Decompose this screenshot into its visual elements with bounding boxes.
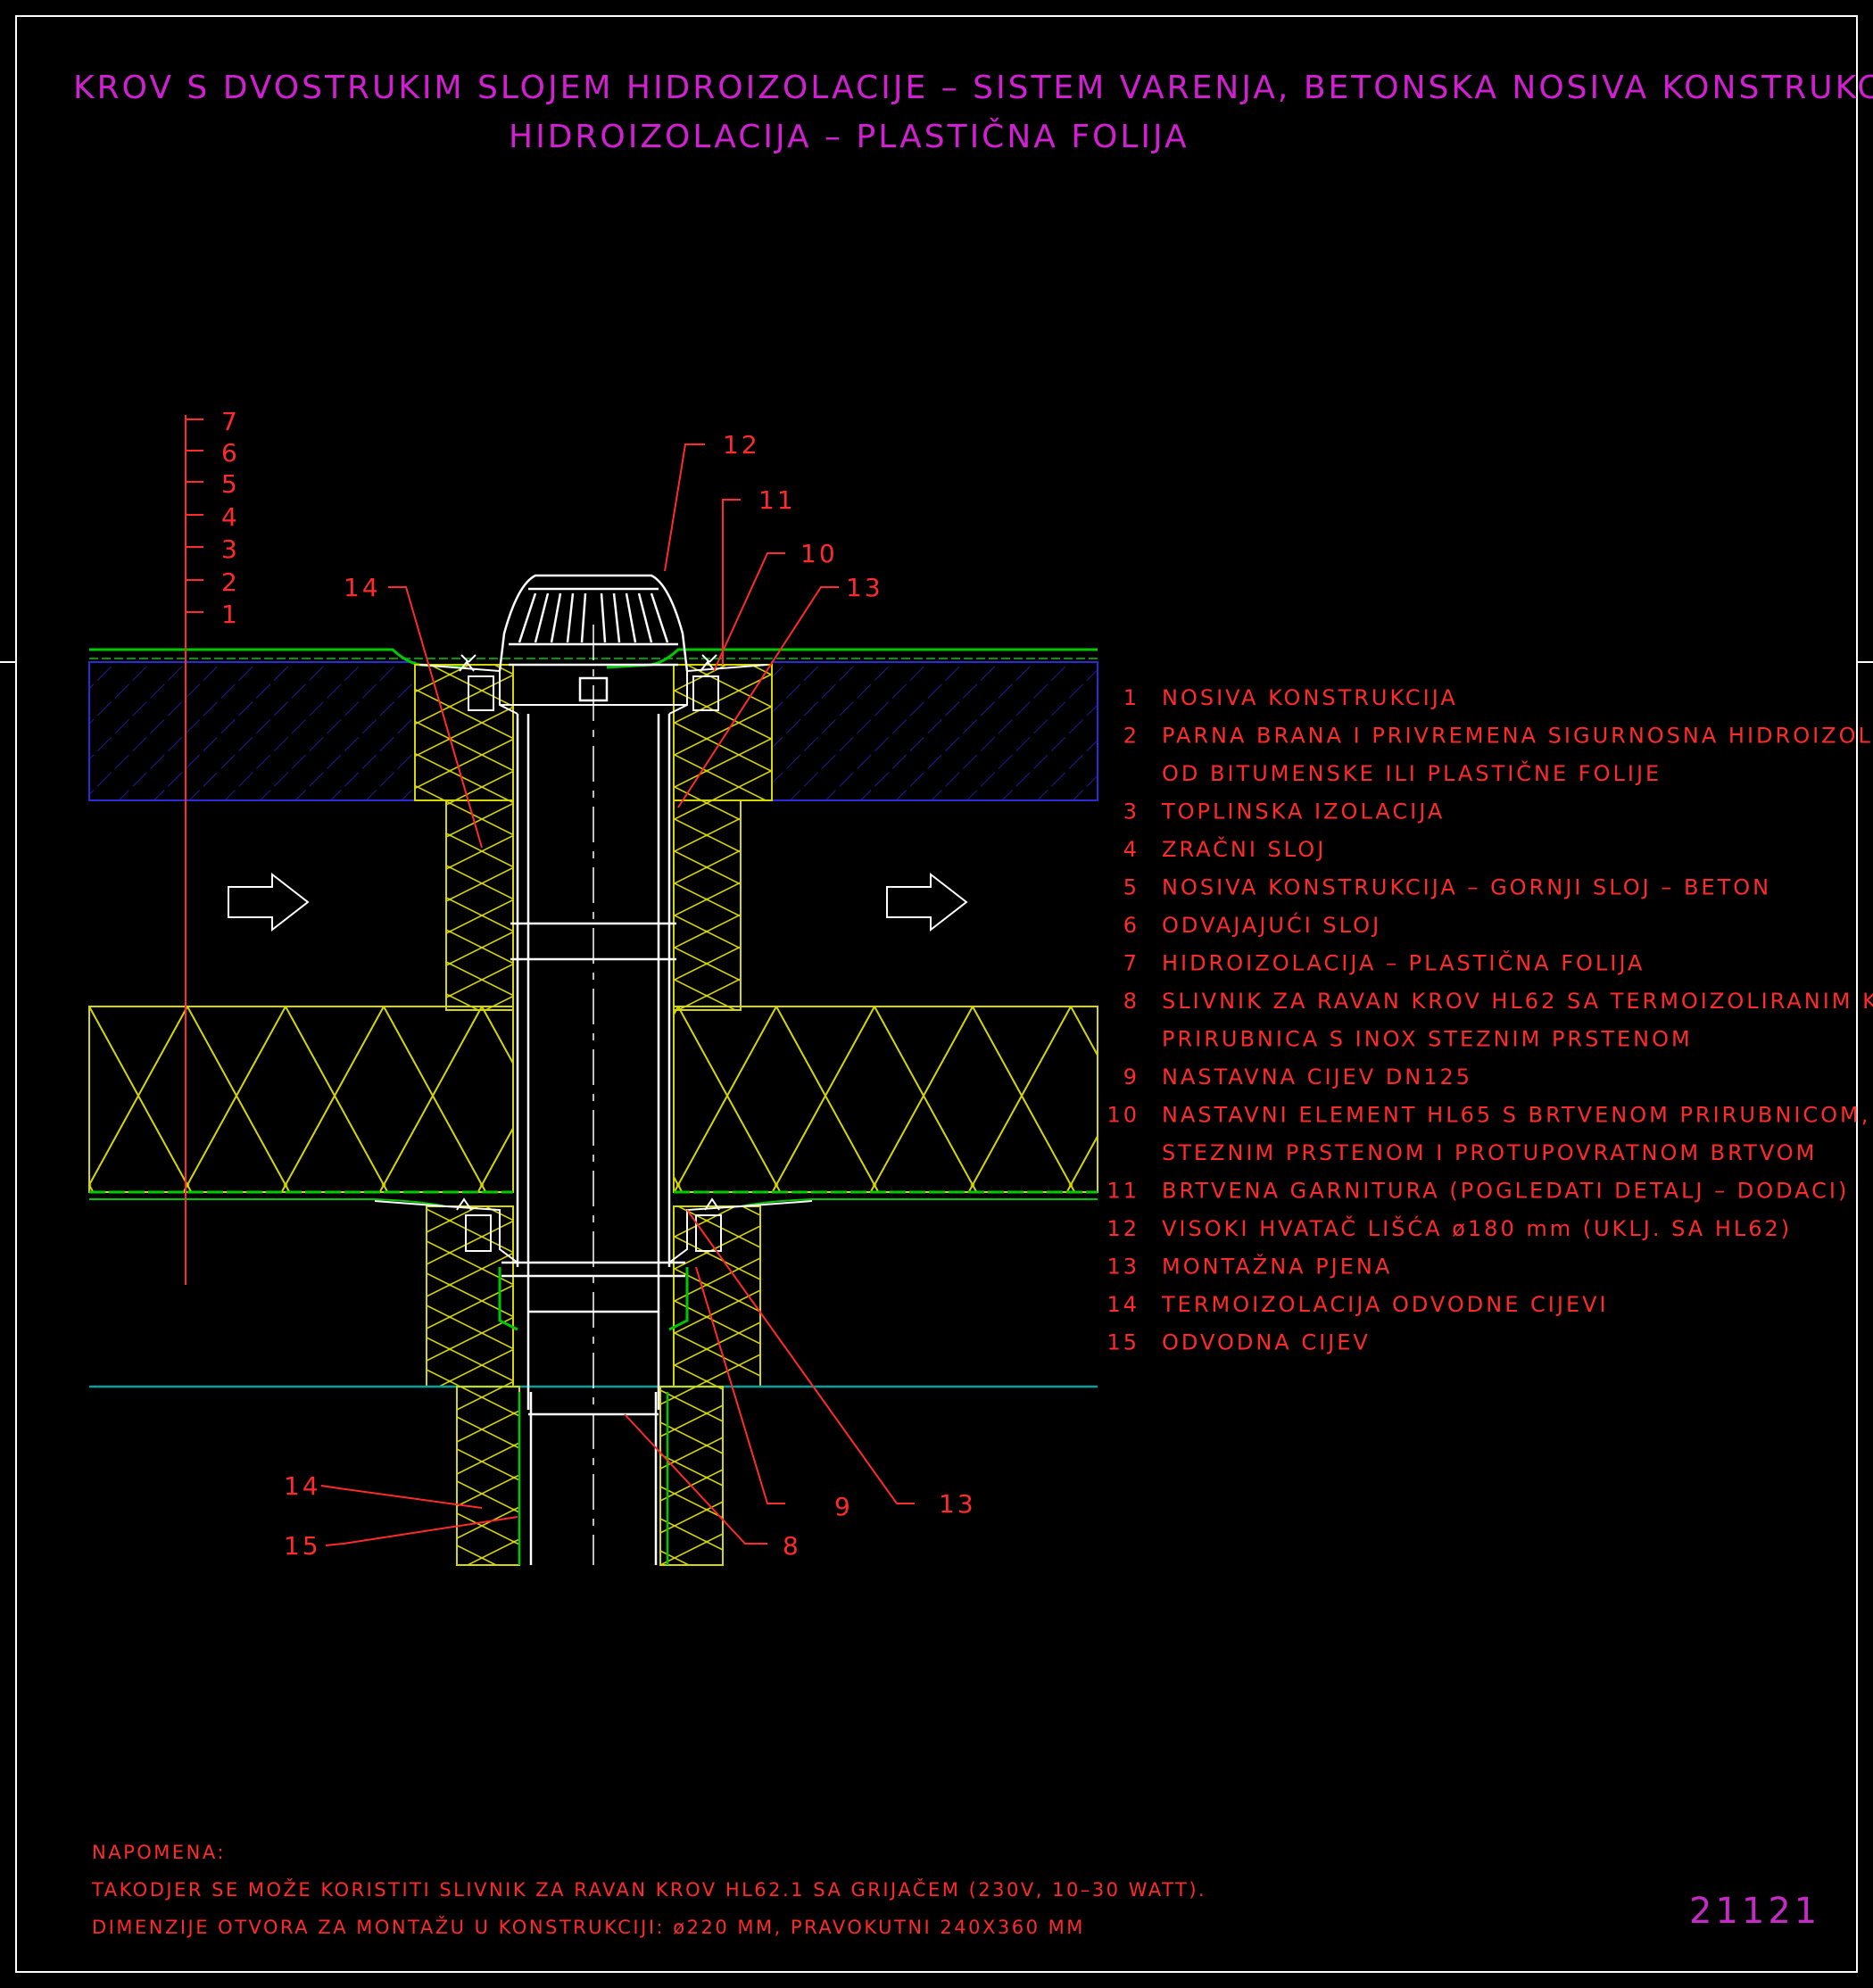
legend-item-number: 7 bbox=[1123, 951, 1140, 976]
drawing-code: 21121 bbox=[1689, 1891, 1820, 1932]
legend-item-number: 13 bbox=[1106, 1255, 1140, 1280]
callout-11: 11 bbox=[758, 485, 796, 515]
legend-item-number: 15 bbox=[1106, 1330, 1140, 1355]
layer-scale-ticks bbox=[186, 418, 203, 613]
layer-scale-label: 3 bbox=[221, 534, 240, 564]
legend-item-text: PRIRUBNICA S INOX STEZNIM PRSTENOM bbox=[1162, 1027, 1693, 1052]
title-line-1: KROV S DVOSTRUKIM SLOJEM HIDROIZOLACIJE … bbox=[73, 70, 1873, 106]
legend-item-text: STEZNIM PRSTENOM I PROTUPOVRATNOM BRTVOM bbox=[1162, 1140, 1817, 1165]
leaf-catcher bbox=[498, 574, 689, 702]
legend-item-text: ODVAJAJUĆI SLOJ bbox=[1162, 911, 1381, 938]
legend-item-text: VISOKI HVATAČ LIŠĆA ø180 mm (UKLJ. SA HL… bbox=[1162, 1214, 1792, 1241]
legend-item-number: 10 bbox=[1106, 1103, 1140, 1128]
callout-13: 13 bbox=[846, 573, 883, 602]
note-line-1: TAKODJER SE MOŽE KORISTITI SLIVNIK ZA RA… bbox=[91, 1878, 1206, 1901]
note-heading: NAPOMENA: bbox=[92, 1842, 226, 1863]
legend-item-number: 1 bbox=[1123, 685, 1140, 710]
layer-scale-label: 1 bbox=[221, 600, 240, 629]
legend-item-text: HIDROIZOLACIJA – PLASTIČNA FOLIJA bbox=[1162, 949, 1645, 976]
legend-item-text: ZRAČNI SLOJ bbox=[1162, 835, 1326, 862]
legend-item-number: 12 bbox=[1106, 1216, 1140, 1241]
legend-item-text: NOSIVA KONSTRUKCIJA – GORNJI SLOJ – BETO… bbox=[1162, 875, 1771, 900]
callout-8: 8 bbox=[783, 1531, 801, 1561]
layer-scale-label: 2 bbox=[221, 567, 240, 597]
legend-item-number: 6 bbox=[1123, 913, 1140, 938]
drain-pipe bbox=[501, 714, 685, 1565]
thermal-insulation-left bbox=[88, 1006, 514, 1193]
callout-leaders bbox=[320, 443, 915, 1546]
slab-insulation-left bbox=[414, 664, 514, 801]
layer-scale-label: 6 bbox=[221, 438, 240, 468]
legend-item-text: NASTAVNI ELEMENT HL65 S BRTVENOM PRIRUBN… bbox=[1162, 1103, 1873, 1128]
legend-item-number: 8 bbox=[1123, 989, 1140, 1014]
legend-item-text: TERMOIZOLACIJA ODVODNE CIJEVI bbox=[1161, 1292, 1609, 1317]
callout-15: 15 bbox=[284, 1531, 321, 1561]
layer-scale-label: 4 bbox=[221, 502, 240, 532]
air-gap-insulation-right bbox=[673, 799, 742, 1011]
legend-item-text: OD BITUMENSKE ILI PLASTIČNE FOLIJE bbox=[1162, 759, 1662, 786]
legend-item-text: NOSIVA KONSTRUKCIJA bbox=[1162, 685, 1458, 710]
legend: 1 NOSIVA KONSTRUKCIJA 2 PARNA BRANA I PRIVR… bbox=[1106, 685, 1873, 1355]
downpipe-insulation-left bbox=[456, 1386, 520, 1566]
downpipe-insulation-right bbox=[659, 1386, 724, 1566]
legend-item-number: 14 bbox=[1106, 1292, 1140, 1317]
note-line-2: DIMENZIJE OTVORA ZA MONTAŽU U KONSTRUKCI… bbox=[92, 1916, 1085, 1938]
roof-section: 7 6 5 4 3 2 1 12 11 10 13 14 14 15 9 8 1… bbox=[88, 407, 1098, 1566]
legend-item-number: 4 bbox=[1123, 837, 1140, 862]
callout-14: 14 bbox=[344, 573, 381, 602]
callout-12: 12 bbox=[723, 430, 760, 460]
concrete-slab-right bbox=[771, 661, 1098, 801]
legend-item-number: 2 bbox=[1123, 724, 1140, 749]
callout-14: 14 bbox=[284, 1471, 321, 1501]
airflow-arrow-icon bbox=[228, 872, 310, 932]
legend-item-text: BRTVENA GARNITURA (POGLEDATI DETALJ – DO… bbox=[1162, 1179, 1849, 1204]
legend-item-text: PARNA BRANA I PRIVREMENA SIGURNOSNA HIDR… bbox=[1162, 724, 1873, 749]
drawing-frame bbox=[15, 15, 1858, 1973]
legend-item-text: MONTAŽNA PJENA bbox=[1162, 1254, 1392, 1280]
callout-13: 13 bbox=[939, 1489, 976, 1519]
upper-flange bbox=[419, 654, 768, 715]
legend-item-number: 3 bbox=[1123, 799, 1140, 824]
legend-item-number: 9 bbox=[1123, 1064, 1140, 1089]
legend-item-number: 5 bbox=[1123, 875, 1140, 900]
legend-item-number: 11 bbox=[1106, 1179, 1140, 1204]
concrete-slab-left bbox=[88, 661, 416, 801]
legend-item-text: TOPLINSKA IZOLACIJA bbox=[1161, 799, 1445, 824]
title-line-2: HIDROIZOLACIJA – PLASTIČNA FOLIJA bbox=[509, 118, 1189, 155]
thermal-insulation-right bbox=[673, 1006, 1098, 1193]
layer-scale-label: 7 bbox=[221, 407, 240, 436]
callout-10: 10 bbox=[800, 539, 838, 568]
legend-item-text: SLIVNIK ZA RAVAN KROV HL62 SA TERMOIZOLI… bbox=[1162, 987, 1873, 1014]
callout-9: 9 bbox=[834, 1492, 853, 1521]
air-gap-insulation-left bbox=[445, 799, 514, 1011]
legend-item-text: ODVODNA CIJEV bbox=[1162, 1330, 1371, 1355]
airflow-arrow-icon bbox=[886, 872, 968, 932]
legend-item-text: NASTAVNA CIJEV DN125 bbox=[1162, 1064, 1472, 1089]
layer-scale-label: 5 bbox=[221, 469, 240, 499]
